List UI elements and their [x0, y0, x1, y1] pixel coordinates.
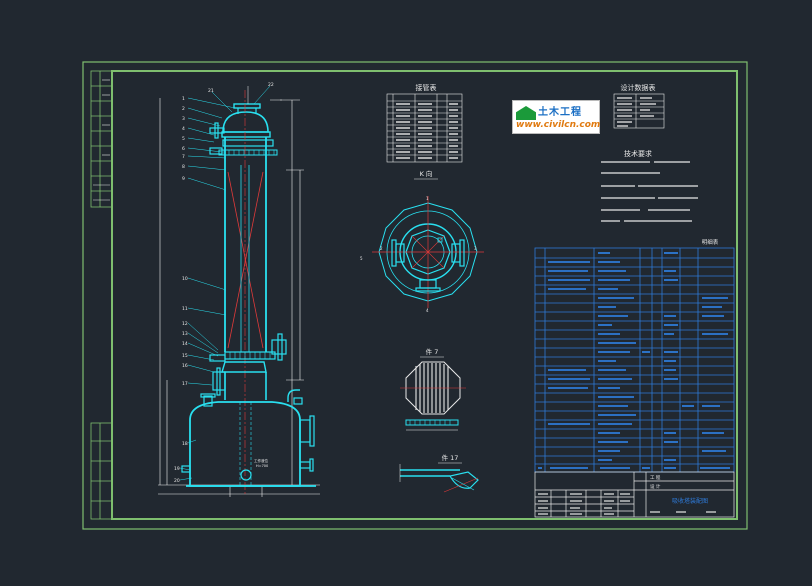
svg-text:19: 19 — [174, 466, 180, 472]
svg-text:3: 3 — [474, 246, 477, 251]
outer-frame — [82, 61, 748, 530]
svg-text:22: 22 — [268, 82, 274, 88]
svg-text:2: 2 — [182, 106, 185, 112]
civilcn-logo: 土木工程 www.civilcn.com — [512, 100, 600, 134]
svg-text:1: 1 — [426, 196, 429, 201]
bom-table — [534, 247, 735, 473]
svg-text:17: 17 — [182, 381, 188, 387]
svg-text:11: 11 — [182, 306, 188, 312]
svg-text:2: 2 — [380, 246, 383, 251]
svg-text:3: 3 — [182, 116, 185, 122]
detail-17-title: 件 17 — [442, 453, 459, 462]
svg-text:20: 20 — [174, 478, 180, 484]
title-block-project-label: 工 程 — [650, 474, 661, 481]
svg-text:5: 5 — [182, 136, 185, 142]
svg-text:16: 16 — [182, 363, 188, 369]
tech-req-title: 技术要求 — [624, 149, 652, 158]
svg-text:13: 13 — [182, 331, 188, 337]
nozzle-table — [386, 93, 463, 163]
svg-text:5: 5 — [360, 256, 363, 261]
svg-text:8: 8 — [182, 164, 185, 170]
inner-frame — [111, 70, 738, 520]
svg-text:12: 12 — [182, 321, 188, 327]
detail-7-grid-plate — [400, 361, 466, 431]
nozzle-table-title: 接管表 — [416, 83, 437, 92]
svg-text:7: 7 — [182, 154, 185, 160]
svg-text:21: 21 — [208, 88, 214, 94]
design-data-table — [613, 93, 665, 129]
left-side-table-bottom — [90, 422, 113, 520]
tech-req-lines — [601, 161, 698, 222]
svg-text:15: 15 — [182, 353, 188, 359]
detail-7-title: 件 7 — [426, 347, 439, 356]
svg-text:4: 4 — [426, 308, 429, 313]
k-view: 1 2 3 4 5 — [360, 196, 484, 313]
design-data-title: 设计数据表 — [621, 83, 656, 92]
svg-text:工作液位: 工作液位 — [254, 458, 268, 463]
bom-entries — [538, 252, 730, 469]
logo-url: www.civilcn.com — [516, 120, 601, 130]
svg-text:14: 14 — [182, 341, 188, 347]
svg-text:10: 10 — [182, 276, 188, 282]
left-side-table-top — [90, 70, 113, 208]
svg-text:9: 9 — [182, 176, 185, 182]
detail-17-nozzle — [399, 464, 479, 493]
logo-name: 土木工程 — [538, 107, 582, 118]
title-block-stage-label: 设 计 — [650, 483, 661, 490]
title-block-drawing-title: 吸收塔装配图 — [672, 497, 708, 505]
title-block — [534, 471, 735, 518]
svg-text:6: 6 — [182, 146, 185, 152]
view-k-title: K 向 — [420, 169, 433, 178]
bom-title: 明细表 — [702, 238, 719, 246]
svg-text:H=700: H=700 — [256, 464, 268, 468]
svg-text:18: 18 — [182, 441, 188, 447]
house-logo-icon — [516, 106, 536, 120]
svg-text:1: 1 — [182, 96, 185, 102]
svg-text:4: 4 — [182, 126, 185, 132]
